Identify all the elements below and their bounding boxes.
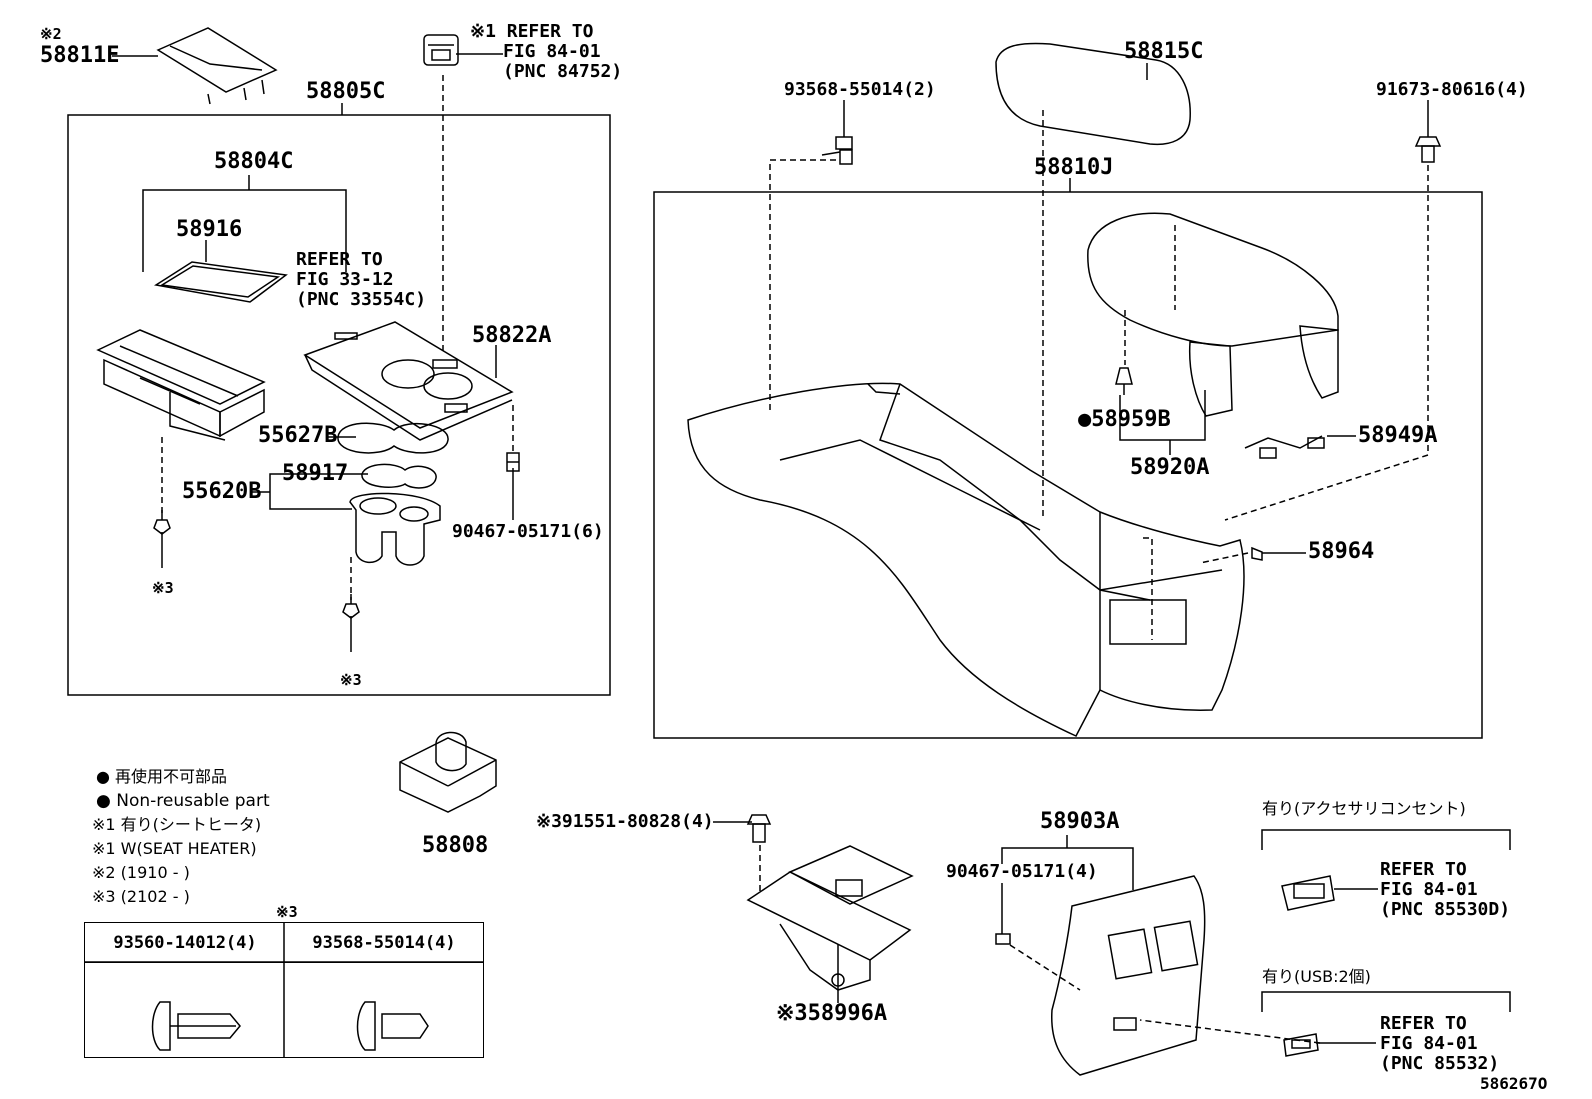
table-header-93568: 93568-55014(4) <box>285 923 483 963</box>
clip-90467-icon <box>506 452 520 472</box>
console-body-58810J-icon <box>687 382 1245 737</box>
pad-58815C-icon <box>995 42 1191 146</box>
table-col-2: 93568-55014(4) <box>285 923 483 1057</box>
dashed-assembly-lines <box>161 75 1429 1044</box>
bolt-93568-icon <box>821 136 853 165</box>
table-header-93560: 93560-14012(4) <box>85 923 285 963</box>
label-58804C: 58804C <box>214 149 294 174</box>
bracket-58996A-icon <box>746 845 914 991</box>
table-mark: ※3 <box>276 903 298 921</box>
bolt-91673-icon <box>1414 136 1442 163</box>
legend-item: ※1 有り(シートヒータ) <box>92 815 262 834</box>
label-refer33-a: REFER TO <box>296 249 383 270</box>
label-58964: 58964 <box>1308 539 1375 564</box>
label-ref2: ※2 <box>40 25 62 43</box>
label-55627B: 55627B <box>258 423 338 448</box>
rear-panel-58903A-icon <box>1051 875 1206 1076</box>
label-usb-pnc: (PNC 85532) <box>1380 1053 1500 1074</box>
label-58916: 58916 <box>176 217 243 242</box>
legend-item: ● 再使用不可部品 <box>96 767 228 786</box>
panel-58822A-icon <box>303 321 514 441</box>
bolt-91551-icon <box>746 814 772 843</box>
label-58815C: 58815C <box>1124 39 1204 64</box>
label-usb-fig: FIG 84-01 <box>1380 1033 1478 1054</box>
label-58811E: 58811E <box>40 43 120 68</box>
clip-58964-icon <box>1251 546 1263 561</box>
ring-58917-icon <box>361 463 437 489</box>
clip-90467-4-icon <box>995 933 1011 945</box>
hinge-58949A-icon <box>1244 435 1325 459</box>
screw-93560-icon <box>151 1001 241 1051</box>
label-acc-fig: FIG 84-01 <box>1380 879 1478 900</box>
label-58959B: ●58959B <box>1078 407 1171 432</box>
label-58996A: ※358996A <box>776 1001 888 1026</box>
accessory-socket-icon <box>1281 875 1335 911</box>
label-ref1-pnc: (PNC 84752) <box>503 61 623 82</box>
legend-item: ※2 (1910 - ) <box>92 863 190 882</box>
label-91673: 91673-80616(4) <box>1376 79 1528 100</box>
label-acc-refer: REFER TO <box>1380 859 1467 880</box>
label-ref1-fig: FIG 84-01 <box>503 41 601 62</box>
label-mark3-b: ※3 <box>340 671 362 689</box>
mat-58916-icon <box>153 261 288 303</box>
clip-screw-left-icon <box>153 510 171 535</box>
label-58810J: 58810J <box>1034 155 1114 180</box>
frame-58805C <box>67 114 611 696</box>
shift-boot-58808-icon <box>399 731 497 813</box>
label-93568-2: 93568-55014(2) <box>784 79 936 100</box>
screw-93568-icon <box>356 1001 429 1051</box>
fastener-table: 93560-14012(4) 93568-55014(4) <box>84 922 484 1058</box>
cup-holder-icon <box>349 492 441 566</box>
label-58920A: 58920A <box>1130 455 1210 480</box>
clip-screw-mid-icon <box>342 594 360 619</box>
label-90467-4: 90467-05171(4) <box>946 861 1098 882</box>
leader-lines <box>112 53 1511 1044</box>
label-refer33-b: FIG 33-12 <box>296 269 394 290</box>
label-usb-refer: REFER TO <box>1380 1013 1467 1034</box>
usb-socket-icon <box>1283 1033 1319 1057</box>
label-mark3-a: ※3 <box>152 579 174 597</box>
label-90467-6: 90467-05171(6) <box>452 521 604 542</box>
armrest-lid-58920A-icon <box>1087 212 1339 417</box>
label-ref1-refer: ※1 REFER TO <box>470 21 594 42</box>
label-58808: 58808 <box>422 833 489 858</box>
label-58949A: 58949A <box>1358 423 1438 448</box>
clip-58959B-icon <box>1115 367 1133 395</box>
label-refer33-c: (PNC 33554C) <box>296 289 427 310</box>
legend-item: ※3 (2102 - ) <box>92 887 190 906</box>
label-55620B: 55620B <box>182 479 262 504</box>
label-acc-header: 有り(アクセサリコンセント) <box>1262 799 1466 818</box>
label-58822A: 58822A <box>472 323 552 348</box>
legend-item: ● Non-reusable part <box>96 791 270 811</box>
table-col-1: 93560-14012(4) <box>85 923 285 1057</box>
label-58805C: 58805C <box>306 79 386 104</box>
tray-58811E-icon <box>156 27 278 105</box>
ring-55627B-icon <box>337 422 449 454</box>
label-58917: 58917 <box>282 461 349 486</box>
frame-58810J <box>653 191 1483 739</box>
label-usb-header: 有り(USB:2個) <box>1262 967 1371 986</box>
figure-id: 586267O <box>1480 1074 1548 1093</box>
label-58903A: 58903A <box>1040 809 1120 834</box>
label-acc-pnc: (PNC 85530D) <box>1380 899 1511 920</box>
legend-item: ※1 W(SEAT HEATER) <box>92 839 257 858</box>
switch-84752-icon <box>423 34 459 66</box>
box-58804C-icon <box>96 329 266 441</box>
label-91551: ※391551-80828(4) <box>536 811 714 832</box>
